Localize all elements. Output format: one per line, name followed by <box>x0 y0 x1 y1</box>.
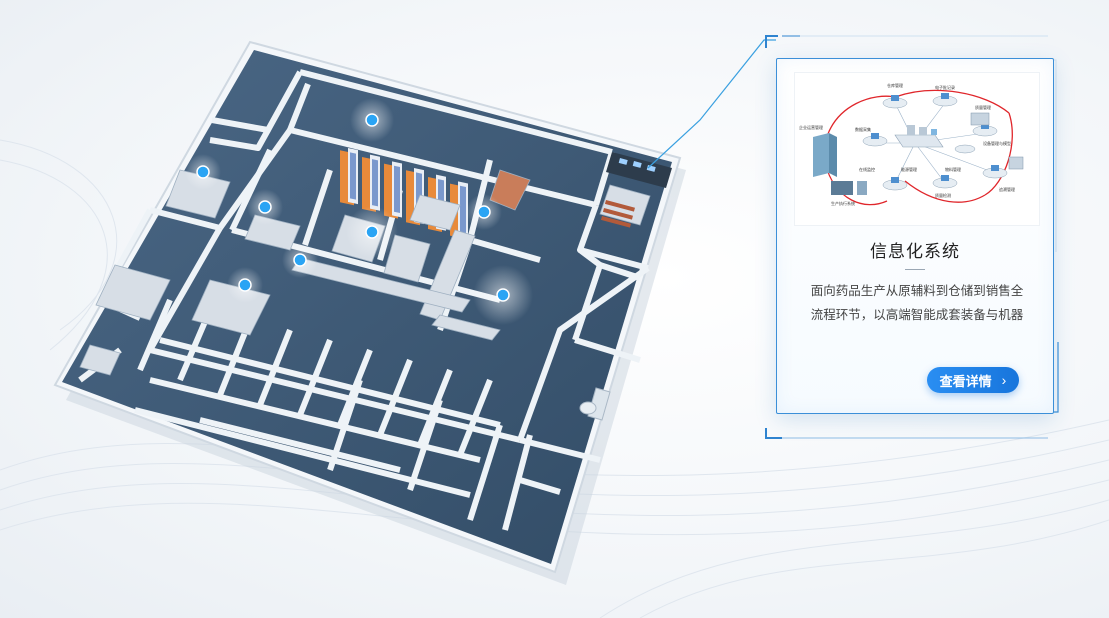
view-details-button[interactable]: 查看详情 › <box>927 367 1019 393</box>
card-frame-decoration <box>765 35 1059 439</box>
production-equipment <box>79 169 651 376</box>
diagram-label-9: 物料管理 <box>945 166 961 172</box>
control-console <box>606 152 672 188</box>
hotspot-warehouse[interactable] <box>350 98 394 142</box>
description-line-2: 流程环节，以高端智能成套装备与机器 <box>810 308 1024 322</box>
diagram-label-6: 生产执行系统 <box>831 200 855 206</box>
diagram-hub <box>894 125 944 148</box>
hotspot-conveyor[interactable] <box>282 242 318 278</box>
hotspot-robot-line[interactable] <box>466 194 502 230</box>
diagram-label-12: 数据采集 <box>855 126 871 132</box>
hotspots <box>185 98 533 325</box>
hotspot-packaging[interactable] <box>227 267 263 303</box>
info-card: 仓库管理 电子批记录 质量管理 设备管理与模型 企业运营管理 生产执行系统 在线… <box>776 58 1054 414</box>
diagram-terminals <box>831 181 867 195</box>
diagram-label-1: 仓库管理 <box>887 82 903 88</box>
view-details-label: 查看详情 <box>939 373 992 389</box>
diagram-label-4: 设备管理与模型 <box>983 140 1011 146</box>
diagram-label-8: 能源管理 <box>901 166 917 172</box>
diagram-label-2: 电子批记录 <box>935 84 955 90</box>
description-line-1: 面向药品生产从原辅料到仓储到销售全 <box>810 284 1024 298</box>
hotspot-info-system[interactable] <box>473 265 533 325</box>
diagram-building <box>813 133 837 177</box>
title-divider <box>905 269 925 270</box>
diagram-label-3: 质量管理 <box>975 104 991 110</box>
diagram-label-10: 质量检测 <box>935 192 951 198</box>
system-diagram-image: 仓库管理 电子批记录 质量管理 设备管理与模型 企业运营管理 生产执行系统 在线… <box>795 73 1039 225</box>
chevron-right-icon: › <box>1001 372 1007 388</box>
hotspot-tableting[interactable] <box>346 206 398 258</box>
diagram-label-11: 追溯管理 <box>999 186 1015 192</box>
server-rack <box>579 387 611 421</box>
diagram-label-5: 企业运营管理 <box>799 124 823 130</box>
card-title: 信息化系统 <box>870 242 960 261</box>
hotspot-prep-room[interactable] <box>185 154 221 190</box>
diagram-label-7: 在线监控 <box>859 166 875 172</box>
hotspot-granulation[interactable] <box>247 189 283 225</box>
info-card-frame: 仓库管理 电子批记录 质量管理 设备管理与模型 企业运营管理 生产执行系统 在线… <box>760 32 1060 452</box>
card-description: 面向药品生产从原辅料到仓储到销售全 流程环节，以高端智能成套装备与机器 <box>797 279 1037 327</box>
connector-line <box>647 39 776 169</box>
